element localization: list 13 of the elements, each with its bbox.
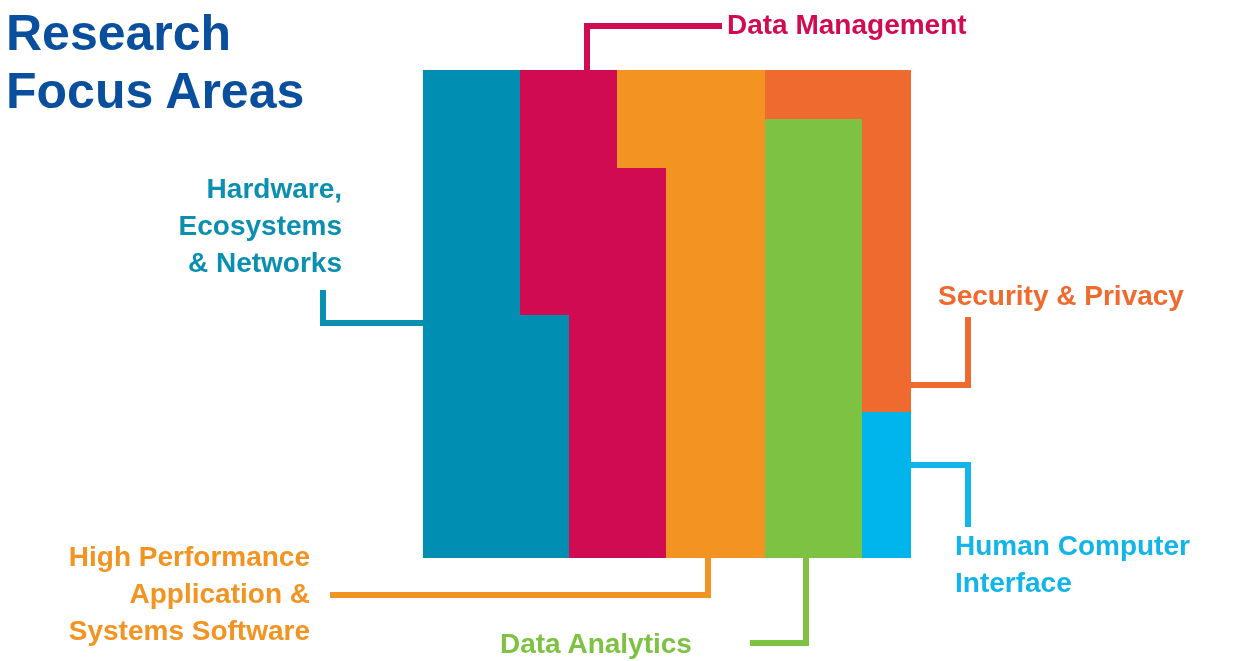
area-label: Data Management [727,6,1027,43]
area-label: Security & Privacy [938,277,1238,314]
leader-line [911,462,971,527]
area-label: High Performance Application & Systems Software [8,538,310,649]
area-label: Human Computer Interface [955,527,1240,601]
leader-line [584,23,722,70]
leader-line [911,317,971,388]
title: Research Focus Areas [6,4,306,120]
leader-line [320,290,423,326]
leader-line [330,558,711,598]
area-label: Hardware, Ecosystems & Networks [160,170,342,281]
leader-line [750,558,809,646]
area-label: Data Analytics [500,625,740,661]
